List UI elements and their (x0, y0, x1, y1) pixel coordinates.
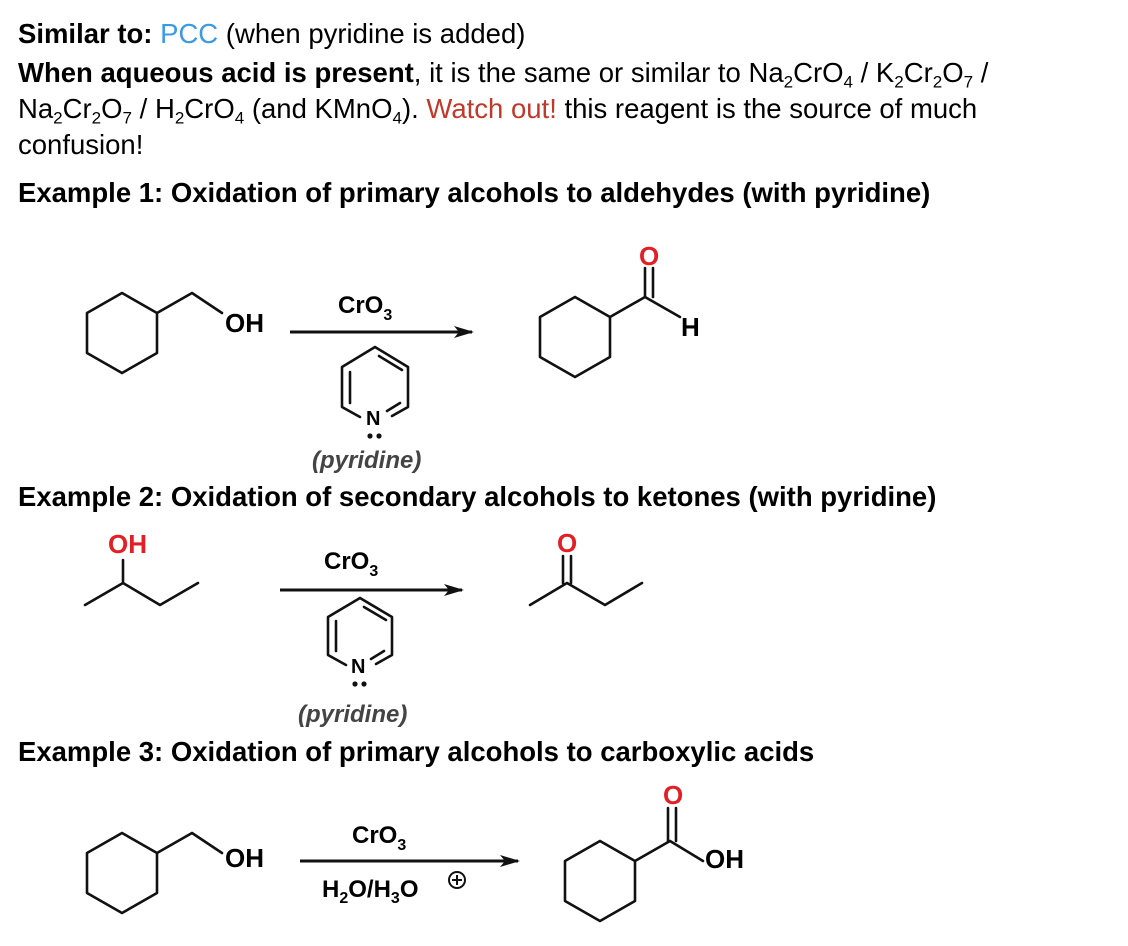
intro-text: / K (853, 57, 895, 88)
subscript: 2 (894, 72, 904, 92)
intro-text: this reagent is the source of much (556, 93, 978, 124)
intro-text: / H (132, 93, 175, 124)
butanone-chain (528, 581, 644, 607)
hydroxyl-label: OH (225, 308, 264, 338)
reagent-cro3: CrO3 (352, 822, 406, 854)
cyclohexane-ring (85, 291, 159, 375)
similar-label: Similar to: (18, 18, 153, 49)
subscript: 4 (234, 108, 245, 128)
hydroxyl-label: OH (225, 843, 264, 873)
intro-text: Cr (62, 93, 92, 124)
example-1-reactant: OH (85, 291, 264, 375)
ch2-bond (155, 291, 224, 315)
carboxyl-oh-label: OH (705, 844, 744, 874)
aldehyde-bonds (608, 295, 682, 319)
subscript: 7 (122, 108, 133, 128)
intro-line-2: When aqueous acid is present, it is the … (18, 55, 988, 91)
example-3-arrow: CrO3 H2O/H3O (300, 822, 520, 907)
intro-line-1: Similar to: PCC (when pyridine is added) (18, 16, 525, 52)
pyridine-n-label: N (351, 656, 365, 678)
hydroxyl-label: OH (108, 529, 147, 559)
example-3-product: O OH (563, 780, 744, 923)
subscript: 2 (53, 108, 63, 128)
example-2-arrow: CrO3 N (pyridine) (280, 548, 464, 728)
intro-line-3: Na2Cr2O7 / H2CrO4 (and KMnO4). Watch out… (18, 91, 977, 127)
example-1-product: O H (538, 241, 700, 379)
intro-line-4: confusion! (18, 127, 143, 163)
intro-text: Cr (903, 57, 933, 88)
example-3-reactant: OH (85, 831, 264, 915)
acid-bold: When aqueous acid is present (18, 57, 414, 88)
subscript: 2 (783, 72, 794, 92)
pyridine-n-label: N (366, 408, 380, 430)
cyclohexane-ring (538, 295, 612, 379)
intro-text: CrO (184, 93, 235, 124)
intro-text: O (942, 57, 964, 88)
pyridine-structure: N (340, 345, 410, 439)
intro-text: ). (401, 93, 427, 124)
carbonyl-o-label: O (557, 528, 577, 558)
subscript: 2 (174, 108, 185, 128)
subscript: 4 (392, 108, 402, 128)
cyclohexane-ring (85, 831, 159, 915)
intro-text: Na (18, 93, 54, 124)
cyclohexane-ring (563, 839, 637, 923)
carbonyl-o-label: O (639, 241, 659, 271)
reagent-cro3: CrO3 (324, 548, 378, 580)
plus-charge-icon (448, 871, 466, 889)
subscript: 2 (932, 72, 943, 92)
intro-text: confusion! (18, 129, 144, 160)
intro-text: (and KMnO (244, 93, 393, 124)
intro-text: O (101, 93, 123, 124)
carboxyl-bonds (633, 839, 705, 863)
watch-out-warning: Watch out! (426, 93, 557, 124)
reagent-acid: H2O/H3O (322, 876, 419, 907)
example-2-heading: Example 2: Oxidation of secondary alcoho… (18, 481, 937, 512)
intro-text: , it is the same or similar to Na (413, 57, 784, 88)
carbonyl-o-label: O (663, 780, 683, 810)
example-1-heading: Example 1: Oxidation of primary alcohols… (18, 177, 931, 208)
subscript: 7 (963, 72, 974, 92)
pyridine-structure: N (326, 596, 394, 687)
ch2-bond (155, 831, 224, 855)
reagent-cro3: CrO3 (338, 292, 392, 324)
pyridine-caption: (pyridine) (312, 447, 421, 474)
butane-chain (83, 581, 200, 607)
pyridine-caption: (pyridine) (298, 701, 407, 728)
similar-rest: (when pyridine is added) (218, 18, 526, 49)
example-1-arrow: CrO3 N (pyridine) (290, 292, 474, 474)
subscript: 2 (91, 108, 102, 128)
subscript: 4 (843, 72, 854, 92)
pcc-link[interactable]: PCC (160, 18, 219, 49)
example-3-heading: Example 3: Oxidation of primary alcohols… (18, 736, 815, 767)
aldehyde-h-label: H (681, 312, 700, 342)
example-2-reactant: OH (83, 529, 200, 607)
intro-text: CrO (793, 57, 844, 88)
example-2-product: O (528, 528, 644, 607)
intro-text: / (973, 57, 989, 88)
